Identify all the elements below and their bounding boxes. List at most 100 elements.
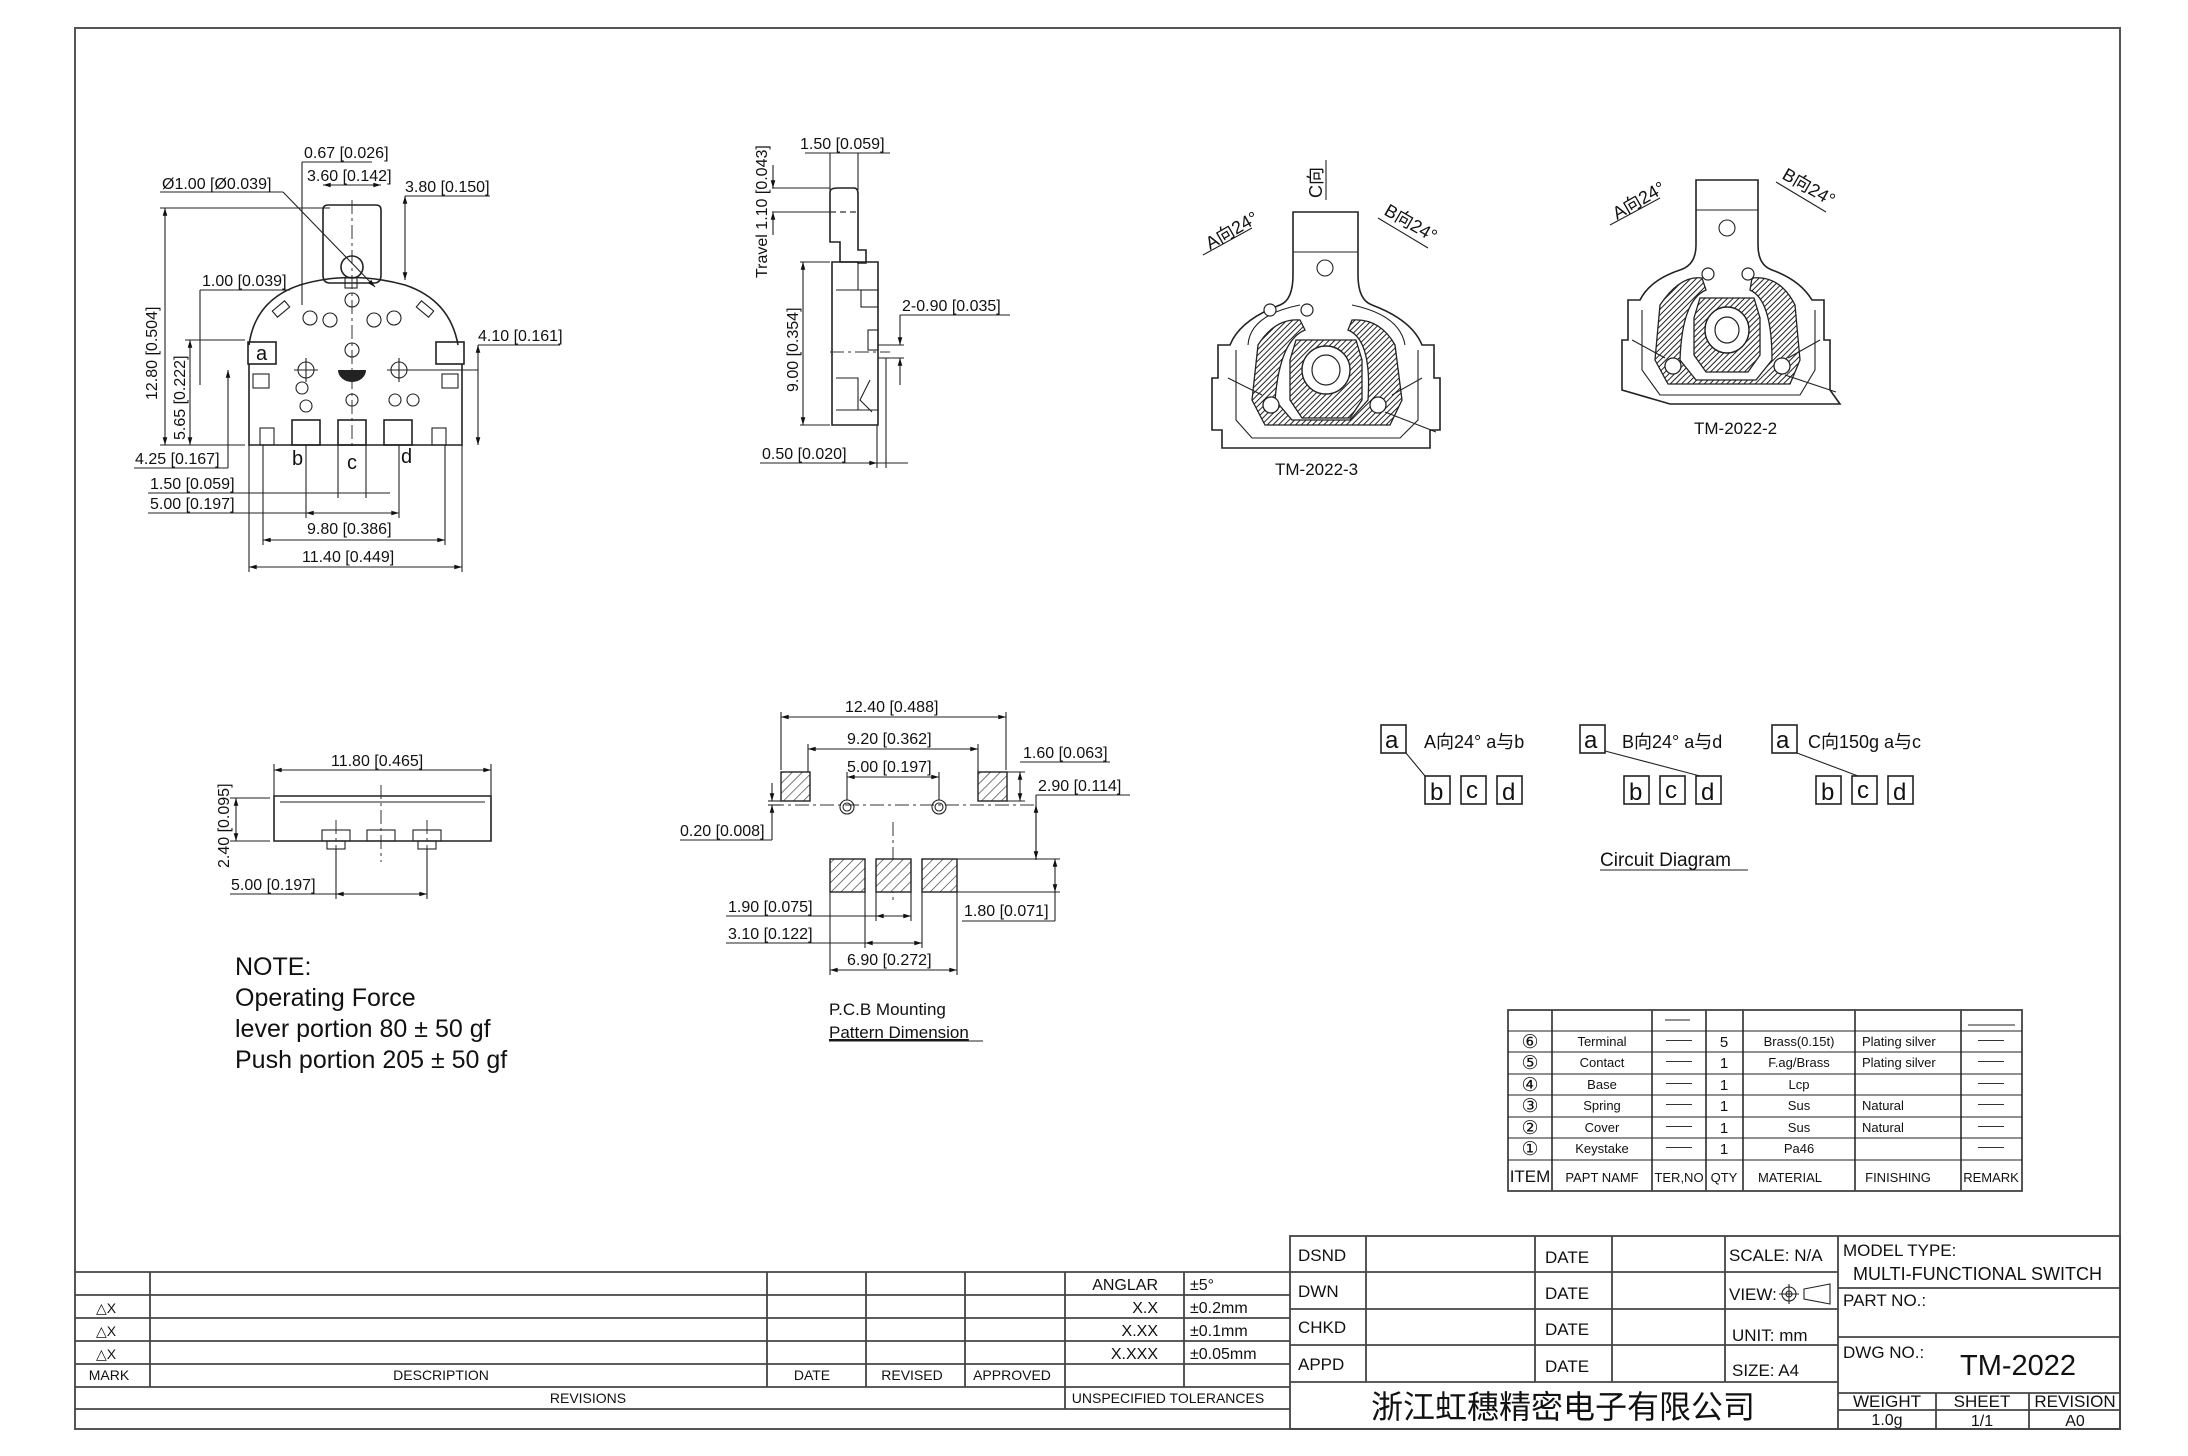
dim-pad-size: 1.60 [0.063]: [1023, 745, 1108, 762]
front-view: a b c d 0.67 [0.026] Ø1.00 [Ø0.039] 3.: [134, 145, 563, 572]
terminal-b: b: [1821, 779, 1834, 806]
dim-lever-width: 3.60 [0.142]: [307, 168, 392, 185]
size-field: SIZE: A4: [1732, 1361, 1799, 1380]
dim-pcb-holes: 5.00 [0.197]: [847, 759, 932, 776]
common-terminal: a: [1385, 727, 1399, 754]
dim-body-height: 9.00 [0.354]: [785, 307, 802, 392]
circuit-desc-1: A向24° a与b: [1424, 732, 1524, 752]
projection-view-icon: [1779, 1283, 1831, 1305]
bom-item-number: ⑤: [1521, 1053, 1538, 1074]
dim-terminal-thickness: 2-0.90 [0.035]: [902, 298, 1001, 315]
dim-pcb-inner: 9.20 [0.362]: [847, 731, 932, 748]
bom-remark: ——: [1978, 1075, 2004, 1090]
dim-bottom-width: 11.80 [0.465]: [331, 753, 423, 770]
dim-a-height: 5.65 [0.222]: [172, 355, 189, 440]
dim-lever-height: 3.80 [0.150]: [405, 179, 490, 196]
pin-label-a: a: [256, 343, 268, 365]
tolerance-label: ANGLAR: [1092, 1277, 1158, 1294]
note-line-1: Operating Force: [235, 984, 416, 1012]
bom-header-terno: TER,NO: [1654, 1170, 1703, 1185]
bom-finishing: Natural: [1862, 1098, 1904, 1113]
label-b-direction-2: B向24°: [1779, 164, 1839, 210]
dim-pad-gap: 3.10 [0.122]: [728, 926, 813, 943]
bom-finishing: Plating silver: [1862, 1034, 1936, 1049]
bom-qty: 1: [1720, 1055, 1728, 1072]
bom-item-number: ②: [1521, 1118, 1538, 1139]
terminal-c: c: [1857, 777, 1869, 804]
revisions-title: REVISIONS: [550, 1390, 626, 1406]
bom-remark: ——: [1978, 1053, 2004, 1068]
dim-overall-width: 11.40 [0.449]: [302, 549, 394, 566]
tolerance-value: ±0.1mm: [1190, 1323, 1248, 1340]
dim-side-lever-width: 1.50 [0.059]: [800, 136, 885, 153]
bom-header-finishing: FINISHING: [1865, 1170, 1931, 1185]
terminal-d: d: [1502, 779, 1515, 806]
label-b-direction-3: B向24°: [1381, 200, 1441, 246]
role-chkd: CHKD: [1298, 1318, 1346, 1337]
tolerance-value: ±0.2mm: [1190, 1300, 1248, 1317]
tolerance-label: X.XX: [1122, 1323, 1159, 1340]
dim-outer-pins: 9.80 [0.386]: [307, 521, 392, 538]
bom-header-remark: REMARK: [1963, 1170, 2019, 1185]
revision-header-approved: APPROVED: [973, 1367, 1051, 1383]
dim-hole-diameter: Ø1.00 [Ø0.039]: [162, 176, 271, 193]
dim-pad-width: 1.90 [0.075]: [728, 899, 813, 916]
dim-pad-row-spacing: 2.90 [0.114]: [1038, 778, 1121, 795]
date-label: DATE: [1545, 1357, 1589, 1376]
bom-item-number: ⑥: [1521, 1032, 1538, 1053]
bom-qty: 1: [1720, 1098, 1728, 1115]
dim-travel: Travel 1.10 [0.043]: [754, 145, 771, 278]
dim-total-height: 12.80 [0.504]: [144, 307, 161, 400]
note-line-2: lever portion 80 ± 50 gf: [235, 1015, 491, 1043]
circuit-group-2: a B向24° a与d b c d: [1579, 724, 1722, 806]
bom-ter-no: ——: [1666, 1096, 1692, 1111]
bom-material: Brass(0.15t): [1764, 1034, 1835, 1049]
bom-remark: ——: [1978, 1032, 2004, 1047]
bom-part-name: Contact: [1580, 1055, 1625, 1070]
weight-label: WEIGHT: [1853, 1392, 1921, 1411]
bom-item-number: ④: [1521, 1075, 1538, 1096]
circuit-desc-3: C向150g a与c: [1808, 732, 1921, 752]
dim-pad-offset: 0.20 [0.008]: [680, 823, 765, 840]
note: NOTE: Operating Force lever portion 80 ±…: [235, 953, 507, 1074]
note-title: NOTE:: [235, 953, 311, 981]
dim-terminal-offset: 0.50 [0.020]: [762, 446, 847, 463]
dwg-no-value: TM-2022: [1960, 1350, 2076, 1382]
bom-header-material: MATERIAL: [1758, 1170, 1822, 1185]
date-label: DATE: [1545, 1284, 1589, 1303]
role-appd: APPD: [1298, 1355, 1344, 1374]
bom-material: Pa46: [1784, 1141, 1814, 1156]
bom-ter-no: ——: [1666, 1032, 1692, 1047]
bom-qty: 1: [1720, 1120, 1728, 1137]
pin-label-c: c: [347, 452, 357, 474]
date-label: DATE: [1545, 1320, 1589, 1339]
bom-part-name: Cover: [1585, 1120, 1620, 1135]
pin-a-box: [247, 341, 277, 365]
pin-label-b: b: [292, 448, 303, 470]
company-name: 浙江虹穗精密电子有限公司: [1371, 1389, 1755, 1425]
revision-header-revised: REVISED: [881, 1367, 942, 1383]
side-view: 1.50 [0.059] Travel 1.10 [0.043] 9.00 [0…: [754, 136, 1010, 468]
bom-finishing: Natural: [1862, 1120, 1904, 1135]
bom-item-number: ①: [1521, 1139, 1538, 1160]
terminal-c: c: [1466, 777, 1478, 804]
terminal-b: b: [1629, 779, 1642, 806]
dim-bottom-height: 2.40 [0.095]: [216, 783, 233, 868]
bom-header-item: ITEM: [1510, 1167, 1551, 1186]
terminal-d: d: [1893, 779, 1906, 806]
revision-mark: △X: [96, 1346, 117, 1362]
dim-lever-width-top: 0.67 [0.026]: [304, 145, 389, 162]
variant-name-3: TM-2022-3: [1275, 460, 1358, 479]
bom-material: Sus: [1788, 1098, 1811, 1113]
dim-pad-row-width: 6.90 [0.272]: [847, 952, 932, 969]
date-label: DATE: [1545, 1248, 1589, 1267]
dim-pad-height: 1.80 [0.071]: [964, 903, 1049, 920]
revision-value: A0: [2065, 1413, 2085, 1430]
bom-qty: 1: [1720, 1077, 1728, 1094]
part-no-label: PART NO.:: [1843, 1291, 1926, 1310]
